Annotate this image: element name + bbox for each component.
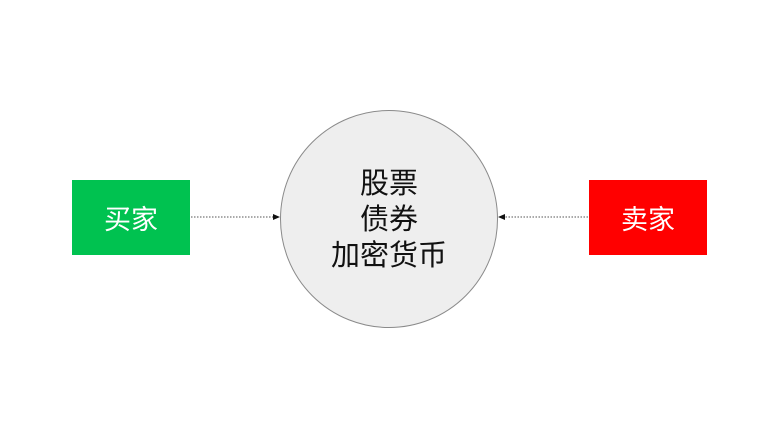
seller-arrowhead-icon	[498, 214, 505, 220]
buyer-arrowhead-icon	[273, 214, 280, 220]
market-item-stocks: 股票	[359, 166, 418, 200]
seller-box: 卖家	[589, 180, 707, 255]
market-item-bonds: 债券	[359, 202, 418, 236]
buyer-box: 买家	[72, 180, 190, 255]
market-circle: 股票 债券 加密货币	[280, 110, 498, 328]
market-item-crypto: 加密货币	[330, 238, 447, 272]
buyer-label: 买家	[104, 205, 158, 236]
seller-label: 卖家	[621, 205, 675, 236]
